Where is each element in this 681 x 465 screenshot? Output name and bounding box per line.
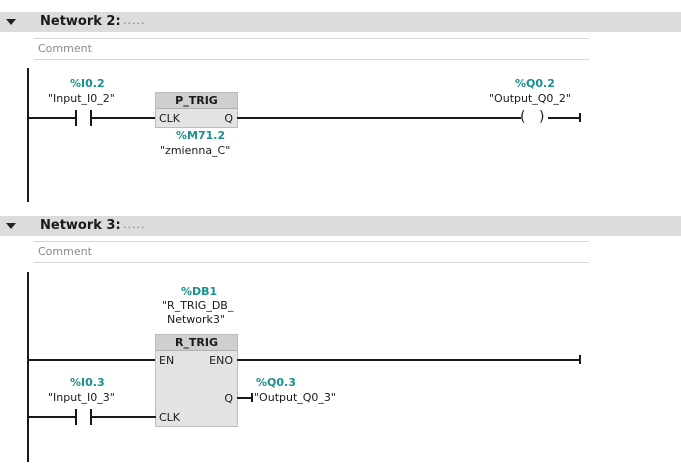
network-title-placeholder[interactable]: .....: [123, 14, 146, 27]
p-trig-block[interactable]: P_TRIG CLK Q: [155, 92, 238, 128]
network-title: Network 2:: [40, 14, 121, 29]
pin-clk: CLK: [159, 112, 181, 125]
block-operand-address[interactable]: %M71.2: [176, 129, 226, 142]
instance-db-tag-line2[interactable]: Network3": [167, 313, 225, 326]
power-rail: [27, 272, 29, 462]
contact-left-bar[interactable]: [75, 409, 77, 425]
network-title-placeholder[interactable]: .....: [123, 218, 146, 231]
contact-tag[interactable]: "Input_I0_3": [48, 391, 115, 404]
wire-end-tick: [579, 355, 581, 364]
wire: [28, 359, 156, 361]
wire: [28, 117, 75, 119]
network-title: Network 3:: [40, 218, 121, 233]
wire-end-tick: [579, 113, 581, 122]
network-2-header[interactable]: Network 2: .....: [0, 12, 681, 32]
wire: [237, 397, 252, 399]
comment-placeholder: Comment: [38, 42, 92, 55]
coil-close-paren-icon[interactable]: ): [539, 109, 545, 125]
comment-placeholder: Comment: [38, 245, 92, 258]
r-trig-block[interactable]: R_TRIG EN ENO Q CLK: [155, 334, 238, 427]
contact-address[interactable]: %I0.2: [70, 77, 105, 90]
wire: [92, 416, 156, 418]
instance-db-tag-line1[interactable]: "R_TRIG_DB_: [162, 299, 234, 312]
pin-eno: ENO: [209, 354, 233, 367]
contact-right-bar[interactable]: [90, 110, 92, 126]
network-3-header[interactable]: Network 3: .....: [0, 216, 681, 236]
contact-tag[interactable]: "Input_I0_2": [48, 92, 115, 105]
pin-q: Q: [224, 112, 233, 125]
wire: [548, 117, 580, 119]
coil-tag[interactable]: "Output_Q0_2": [489, 92, 571, 105]
contact-right-bar[interactable]: [90, 409, 92, 425]
power-rail: [27, 68, 29, 202]
wire: [92, 117, 156, 119]
block-title: R_TRIG: [156, 335, 237, 351]
pin-q: Q: [224, 392, 233, 405]
wire-end-tick: [251, 393, 253, 402]
network-3-comment[interactable]: Comment: [34, 241, 589, 263]
wire: [28, 416, 75, 418]
network-2-comment[interactable]: Comment: [34, 38, 589, 60]
collapse-triangle-icon[interactable]: [6, 19, 16, 25]
collapse-triangle-icon[interactable]: [6, 223, 16, 229]
coil-address[interactable]: %Q0.2: [515, 77, 555, 90]
coil-open-paren-icon[interactable]: (: [520, 109, 526, 125]
wire: [237, 117, 521, 119]
wire: [237, 359, 580, 361]
output-tag[interactable]: "Output_Q0_3": [254, 391, 336, 404]
contact-address[interactable]: %I0.3: [70, 376, 105, 389]
pin-clk: CLK: [159, 411, 181, 424]
pin-en: EN: [159, 354, 175, 367]
block-title: P_TRIG: [156, 93, 237, 109]
block-operand-tag[interactable]: "zmienna_C": [160, 144, 231, 157]
output-address[interactable]: %Q0.3: [256, 376, 296, 389]
instance-db-address[interactable]: %DB1: [181, 285, 218, 298]
contact-left-bar[interactable]: [75, 110, 77, 126]
